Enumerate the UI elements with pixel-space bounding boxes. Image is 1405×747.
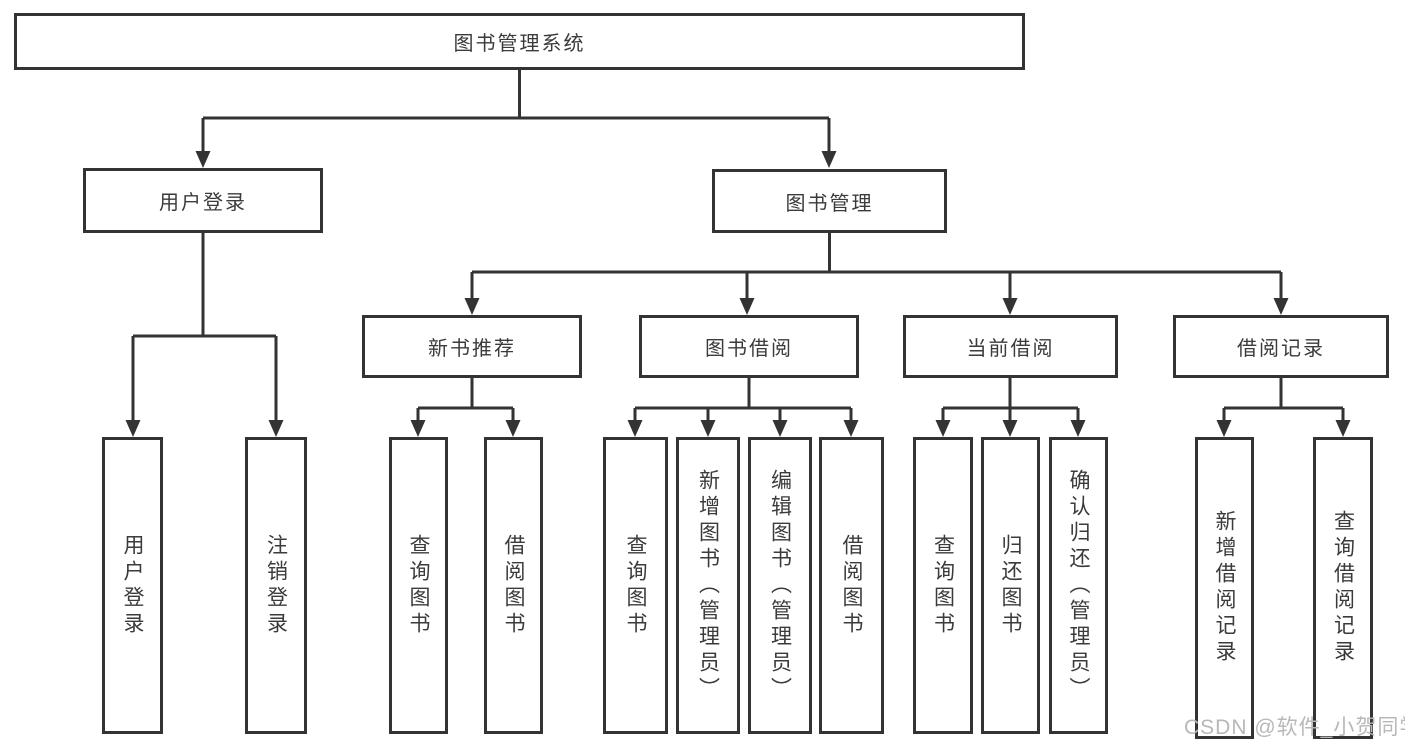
leaf-user-login: 用户登录 <box>102 437 163 734</box>
node-label: 新书推荐 <box>428 338 516 360</box>
node-borrow-record: 借阅记录 <box>1173 315 1389 378</box>
node-label: 图书借阅 <box>705 338 793 360</box>
node-label: 新增借阅记录 <box>1213 510 1236 666</box>
connector-current-borrow-branch <box>941 378 1080 421</box>
connector-book-mgmt-to-level3 <box>470 233 1283 299</box>
arrow-down-icon <box>125 420 141 437</box>
arrow-down-icon <box>843 420 859 437</box>
leaf-query-book-borrow: 查询图书 <box>603 437 668 734</box>
node-label: 图书管理系统 <box>453 33 586 55</box>
connector-book-borrow-branch <box>633 378 853 421</box>
leaf-query-book-current: 查询图书 <box>913 437 973 734</box>
arrow-down-icon <box>410 420 426 437</box>
node-label: 确认归还（管理员） <box>1067 468 1090 703</box>
node-label: 查询图书 <box>407 533 430 638</box>
node-label: 查询借阅记录 <box>1331 510 1355 666</box>
arrow-down-icon <box>935 420 951 437</box>
arrow-down-icon <box>195 151 211 168</box>
node-label: 注销登录 <box>264 533 288 638</box>
arrow-down-icon <box>1273 298 1289 315</box>
connector-root-to-level2 <box>201 70 831 151</box>
leaf-logout: 注销登录 <box>245 437 307 734</box>
leaf-borrow-book: 借阅图书 <box>819 437 884 734</box>
leaf-edit-book-admin: 编辑图书（管理员） <box>748 437 812 734</box>
node-label: 归还图书 <box>999 533 1022 638</box>
leaf-query-book-recommend: 查询图书 <box>389 437 448 734</box>
arrow-down-icon <box>1216 420 1232 437</box>
leaf-return-book: 归还图书 <box>981 437 1040 734</box>
arrow-down-icon <box>627 420 643 437</box>
node-current-borrow: 当前借阅 <box>903 315 1118 378</box>
connector-new-book-branch <box>416 378 515 421</box>
arrow-down-icon <box>1002 298 1018 315</box>
node-label: 用户登录 <box>159 192 247 214</box>
node-book-borrow: 图书借阅 <box>639 315 859 378</box>
arrow-down-icon <box>1335 420 1351 437</box>
leaf-borrow-book-recommend: 借阅图书 <box>484 437 543 734</box>
arrow-down-icon <box>700 420 716 437</box>
leaf-query-borrow-record: 查询借阅记录 <box>1313 437 1373 739</box>
node-label: 当前借阅 <box>966 338 1055 360</box>
arrow-down-icon <box>1002 420 1018 437</box>
node-label: 新增图书（管理员） <box>696 468 720 703</box>
connector-borrow-record-branch <box>1222 378 1345 421</box>
node-label: 借阅图书 <box>840 533 863 638</box>
arrowheads <box>125 151 1351 437</box>
arrow-down-icon <box>821 151 837 168</box>
node-label: 借阅记录 <box>1237 338 1325 360</box>
arrow-down-icon <box>268 420 284 437</box>
arrow-down-icon <box>739 298 755 315</box>
arrow-down-icon <box>464 298 480 315</box>
arrow-down-icon <box>1070 420 1086 437</box>
node-label: 查询图书 <box>931 533 955 638</box>
leaf-confirm-return-admin: 确认归还（管理员） <box>1049 437 1108 734</box>
node-user-login-module: 用户登录 <box>83 168 323 233</box>
arrow-down-icon <box>772 420 788 437</box>
arrow-down-icon <box>505 420 521 437</box>
node-label: 图书管理 <box>785 192 874 215</box>
leaf-add-book-admin: 新增图书（管理员） <box>676 437 740 734</box>
node-label: 查询图书 <box>624 533 647 638</box>
csdn-watermark: CSDN @软件_小贺同学 <box>1184 716 1405 739</box>
connector-user-login-branch <box>131 233 278 421</box>
node-label: 编辑图书（管理员） <box>768 468 792 703</box>
node-label: 借阅图书 <box>502 533 525 638</box>
node-book-management-module: 图书管理 <box>712 169 947 233</box>
node-root-system: 图书管理系统 <box>14 13 1025 70</box>
leaf-add-borrow-record: 新增借阅记录 <box>1195 437 1254 739</box>
node-new-book-recommend: 新书推荐 <box>362 315 582 378</box>
node-label: 用户登录 <box>121 533 144 638</box>
